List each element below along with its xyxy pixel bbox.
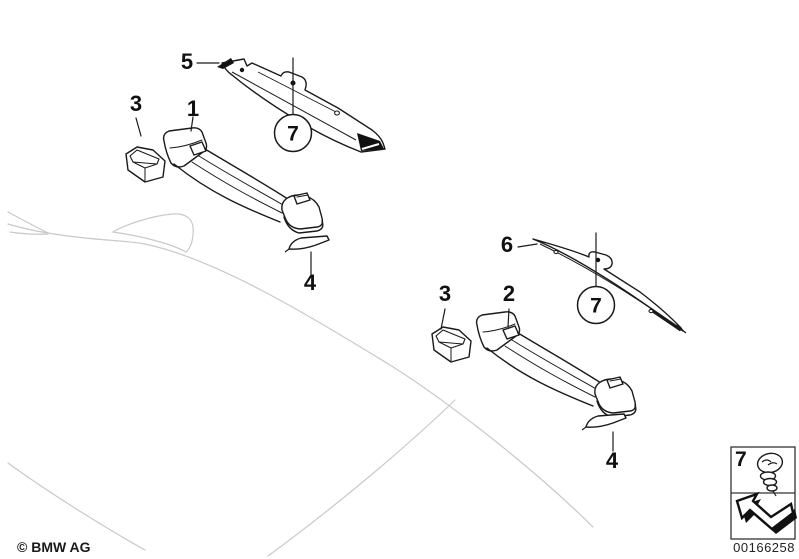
callout-2[interactable]: 2 (502, 281, 516, 306)
part-1-grab-handle-drawing (162, 127, 324, 234)
car-body-sketch (7, 211, 594, 557)
callout-7-rear[interactable]: 7 (590, 294, 602, 318)
legend-part-number[interactable]: 7 (735, 448, 747, 471)
part-2-grab-handle-drawing (475, 311, 637, 418)
document-number: 00166258 (733, 540, 795, 555)
part-6-trim-strip-drawing (532, 238, 687, 334)
callout-4-rear[interactable]: 4 (605, 448, 619, 473)
part-4-gasket-rear-drawing (581, 413, 627, 431)
callout-1[interactable]: 1 (186, 96, 200, 121)
part-4-gasket-drawing (284, 235, 330, 253)
screw-callout-circle-rear[interactable] (576, 285, 616, 325)
copyright-notice: © BMW AG (17, 539, 91, 555)
part-3-cover-drawing (125, 146, 166, 183)
part-3-cover-rear-drawing (431, 326, 472, 363)
callout-3-front[interactable]: 3 (129, 91, 143, 116)
part-5-trim-strip-drawing (217, 58, 386, 153)
callout-5[interactable]: 5 (180, 49, 194, 74)
legend-box (730, 446, 797, 540)
screw-callout-circle-front[interactable] (273, 113, 313, 153)
callout-7-front[interactable]: 7 (287, 122, 299, 146)
callout-3-rear[interactable]: 3 (438, 281, 452, 306)
screw-icon (756, 452, 784, 497)
direction-arrow-icon (735, 491, 797, 534)
callout-4-front[interactable]: 4 (303, 270, 317, 295)
leader-lines (135, 57, 614, 452)
callout-6[interactable]: 6 (500, 232, 514, 257)
